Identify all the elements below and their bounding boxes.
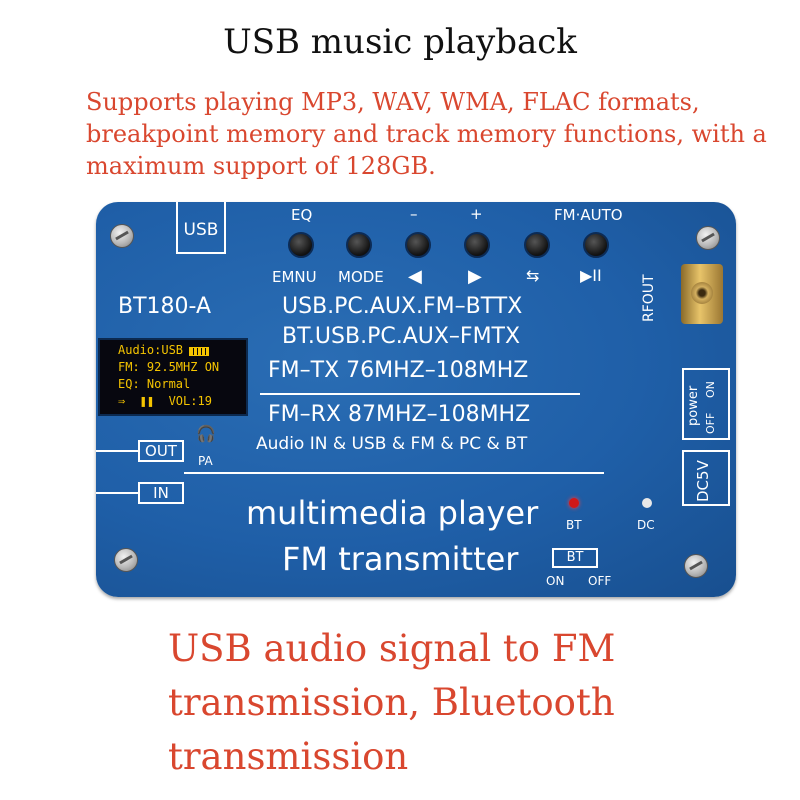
screw-icon bbox=[110, 224, 134, 248]
plus-label: + bbox=[470, 205, 483, 223]
divider-line bbox=[260, 393, 580, 395]
dc-led bbox=[642, 498, 652, 508]
usb-port-label: USB bbox=[183, 220, 219, 240]
dc-led-label: DC bbox=[637, 518, 655, 532]
headline-title: USB music playback bbox=[223, 22, 577, 62]
model-label: BT180-A bbox=[118, 294, 212, 319]
mode-button[interactable] bbox=[346, 232, 372, 258]
bt-led-label: BT bbox=[566, 518, 582, 532]
previous-icon: ◀ bbox=[408, 266, 422, 287]
dc5v-port[interactable] bbox=[682, 450, 730, 506]
menu-label: EMNU bbox=[272, 268, 317, 286]
screw-icon bbox=[696, 226, 720, 250]
out-wire bbox=[96, 450, 138, 452]
feature-description: Supports playing MP3, WAV, WMA, FLAC for… bbox=[86, 88, 767, 180]
oled-audio-source: Audio:USB bbox=[118, 343, 184, 357]
bt-led bbox=[569, 498, 579, 508]
bt-switch-label: BT bbox=[566, 550, 584, 565]
fm-auto-label: FM·AUTO bbox=[554, 206, 623, 224]
eq-button[interactable] bbox=[288, 232, 314, 258]
oled-display: Audio:USB FM: 92.5MHZ ON EQ: Normal ⇒ ❚❚… bbox=[98, 338, 248, 416]
power-off-label: OFF bbox=[704, 412, 717, 434]
bt-switch-off: OFF bbox=[588, 574, 612, 588]
battery-icon bbox=[189, 347, 210, 356]
usb-port[interactable]: USB bbox=[176, 202, 226, 254]
pa-label: PA bbox=[198, 454, 213, 468]
fm-auto-button[interactable] bbox=[583, 232, 609, 258]
fm-rx-range: FM–RX 87MHZ–108MHZ bbox=[268, 402, 531, 427]
out-port[interactable]: OUT bbox=[138, 440, 184, 462]
rfout-label: RFOUT bbox=[641, 274, 657, 322]
bt-switch-on: ON bbox=[546, 574, 565, 588]
product-line-2: FM transmitter bbox=[282, 540, 519, 578]
mode-line-2: BT.USB.PC.AUX–FMTX bbox=[282, 324, 521, 349]
mode-label: MODE bbox=[338, 268, 384, 286]
sma-antenna-connector-icon bbox=[681, 264, 723, 324]
dc5v-label: DC5V bbox=[694, 460, 712, 502]
screw-icon bbox=[684, 554, 708, 578]
eq-label: EQ bbox=[291, 206, 313, 224]
power-on-label: ON bbox=[704, 381, 717, 398]
oled-playback-volume: ⇒ ❚❚ VOL:19 bbox=[118, 394, 212, 408]
in-port[interactable]: IN bbox=[138, 482, 184, 504]
in-port-label: IN bbox=[153, 484, 169, 502]
bt180a-board: USB EQ – + FM·AUTO EMNU MODE ◀ ▶ ⇆ ▶II B… bbox=[96, 202, 736, 597]
fm-tx-range: FM–TX 76MHZ–108MHZ bbox=[268, 358, 529, 383]
oled-fm-frequency: FM: 92.5MHZ ON bbox=[118, 360, 220, 374]
in-wire bbox=[96, 492, 138, 494]
oled-eq-mode: EQ: Normal bbox=[118, 377, 191, 391]
power-switch[interactable] bbox=[682, 368, 730, 440]
repeat-button[interactable] bbox=[524, 232, 550, 258]
bt-switch[interactable]: BT bbox=[552, 548, 598, 568]
power-label: power bbox=[686, 385, 701, 426]
minus-label: – bbox=[410, 205, 418, 223]
product-line-1: multimedia player bbox=[246, 494, 539, 532]
signal-line bbox=[184, 472, 604, 474]
next-icon: ▶ bbox=[468, 266, 482, 287]
repeat-icon: ⇆ bbox=[526, 266, 540, 285]
out-port-label: OUT bbox=[145, 442, 177, 460]
minus-button[interactable] bbox=[405, 232, 431, 258]
screw-icon bbox=[114, 548, 138, 572]
audio-sources: Audio IN & USB & FM & PC & BT bbox=[256, 434, 528, 454]
play-pause-icon: ▶II bbox=[580, 266, 602, 285]
headphone-icon: 🎧 bbox=[196, 424, 216, 443]
plus-button[interactable] bbox=[464, 232, 490, 258]
mode-line-1: USB.PC.AUX.FM–BTTX bbox=[282, 294, 523, 319]
feature-caption: USB audio signal to FM transmission, Blu… bbox=[168, 627, 616, 778]
